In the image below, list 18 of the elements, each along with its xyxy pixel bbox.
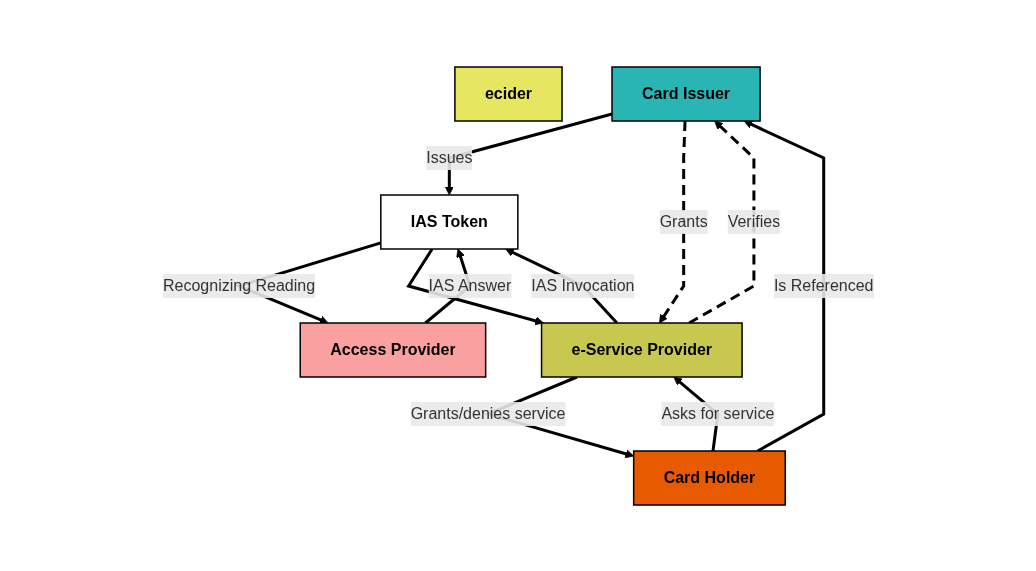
- edge-label: Verifies: [727, 212, 780, 230]
- edge-label: Recognizing Reading: [162, 276, 315, 294]
- arrow: [658, 120, 687, 323]
- node-box: IAS Token: [379, 193, 519, 250]
- edge-label: Is Referenced: [773, 276, 874, 294]
- node-box: Card Holder: [632, 449, 786, 506]
- node-box: Card Issuer: [611, 65, 761, 122]
- edge-label: Asks for service: [661, 404, 775, 422]
- edge-label: IAS Invocation: [531, 276, 635, 294]
- edge-label: IAS Answer: [428, 276, 511, 294]
- edge-label: Grants: [659, 212, 708, 230]
- edge-label: Issues: [425, 148, 473, 166]
- arrow: [743, 119, 825, 452]
- node-box: ecider: [453, 65, 563, 122]
- node-box: e-Service Provider: [540, 321, 743, 378]
- arrow: [688, 120, 756, 324]
- node-box: Access Provider: [299, 321, 487, 378]
- edge-label: Grants/denies service: [410, 404, 566, 422]
